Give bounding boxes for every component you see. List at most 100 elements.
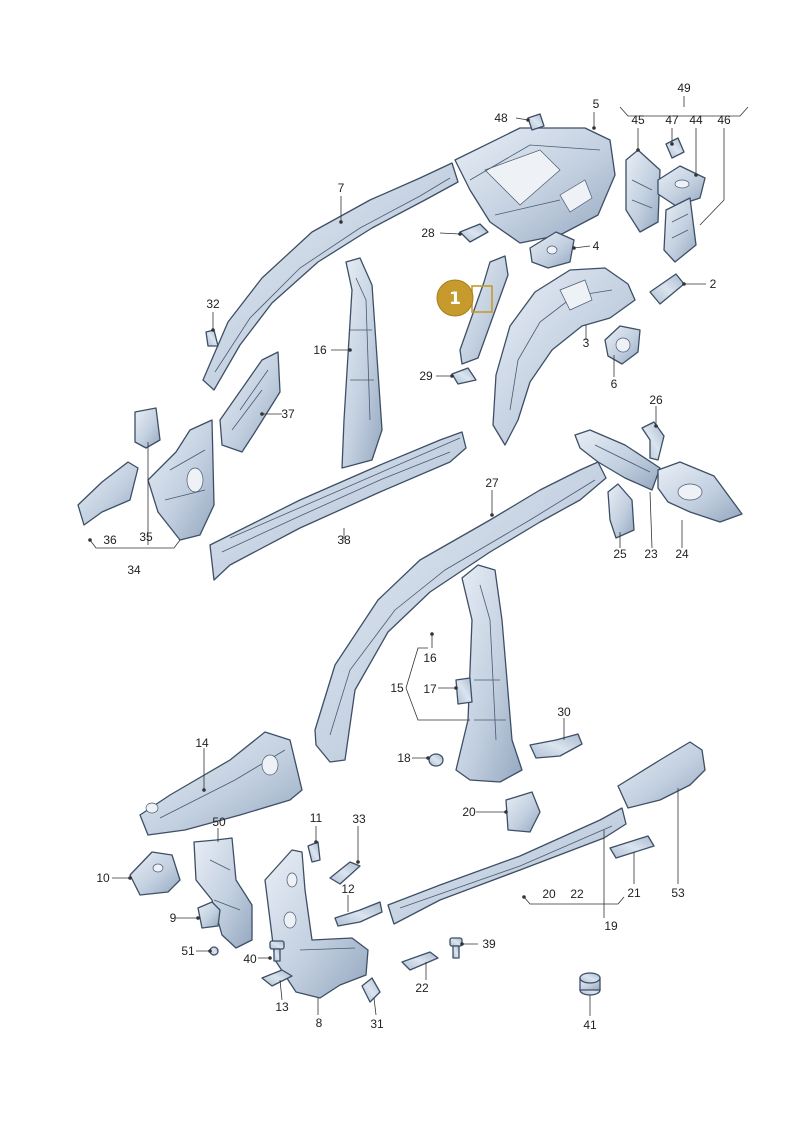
part-18-grommet	[428, 753, 444, 767]
callout-32[interactable]: 32	[206, 297, 220, 311]
callout-29[interactable]: 29	[419, 369, 433, 383]
part-29-bracket	[451, 367, 477, 385]
callout-3[interactable]: 3	[583, 336, 590, 350]
callout-44[interactable]: 44	[689, 113, 703, 127]
part-24-panel	[657, 461, 743, 523]
callout-12[interactable]: 12	[341, 882, 355, 896]
callout-26[interactable]: 26	[649, 393, 663, 407]
part-19-sill-outer	[387, 807, 627, 925]
callout-37[interactable]: 37	[281, 407, 295, 421]
callout-30[interactable]: 30	[557, 705, 571, 719]
callout-5[interactable]: 5	[593, 97, 600, 111]
part-50-panel	[193, 837, 253, 949]
callout-18[interactable]: 18	[397, 751, 411, 765]
callout-41[interactable]: 41	[583, 1018, 597, 1032]
callout-17[interactable]: 17	[423, 682, 437, 696]
callout-50[interactable]: 50	[212, 815, 226, 829]
part-5-rear-quarter-inner	[454, 127, 616, 244]
callout-13[interactable]: 13	[275, 1000, 289, 1014]
callout-28[interactable]: 28	[421, 226, 435, 240]
part-3-wheel-arch	[492, 267, 636, 446]
part-16-b-pillar-upper	[341, 257, 383, 469]
part-28-bracket	[459, 223, 489, 243]
callout-14[interactable]: 14	[195, 736, 209, 750]
callout-22-group[interactable]: 22	[570, 887, 584, 901]
callout-23[interactable]: 23	[644, 547, 658, 561]
part-26-bracket	[641, 421, 665, 461]
callout-6[interactable]: 6	[611, 377, 618, 391]
callout-27[interactable]: 27	[485, 476, 499, 490]
part-14-front-rail	[139, 731, 303, 836]
part-37-panel	[219, 351, 281, 453]
part-30-bracket	[529, 733, 583, 759]
parts-layer	[77, 113, 743, 1003]
part-38-side-sill	[209, 431, 467, 581]
part-44-bracket	[657, 165, 706, 207]
callout-15[interactable]: 15	[390, 681, 404, 695]
callout-40[interactable]: 40	[243, 952, 257, 966]
part-15-b-pillar	[455, 564, 523, 783]
callout-16-upper[interactable]: 16	[313, 343, 327, 357]
callout-47[interactable]: 47	[665, 113, 679, 127]
part-7-roof-rail	[202, 162, 459, 391]
callout-19[interactable]: 19	[604, 919, 618, 933]
part-21-bracket	[609, 835, 655, 859]
callout-51[interactable]: 51	[181, 944, 195, 958]
callout-38[interactable]: 38	[337, 533, 351, 547]
callout-4[interactable]: 4	[593, 239, 600, 253]
callout-9[interactable]: 9	[170, 911, 177, 925]
part-20-bracket-upper	[505, 791, 541, 833]
callout-20-lower[interactable]: 20	[542, 887, 556, 901]
callout-16-lower[interactable]: 16	[423, 651, 437, 665]
callout-35[interactable]: 35	[139, 530, 153, 544]
part-22-bracket	[401, 951, 439, 971]
callout-labels: 49 5 48 45 47 44 46 7 28 4 2 32 16 3 6 2…	[96, 81, 731, 1032]
callout-22-lower[interactable]: 22	[415, 981, 429, 995]
callout-11[interactable]: 11	[310, 811, 323, 825]
part-9-block	[197, 901, 221, 929]
callout-36[interactable]: 36	[103, 533, 117, 547]
highlight-badge-label: 1	[449, 289, 461, 309]
part-33-bracket	[329, 861, 361, 885]
part-53-sill-extension	[617, 741, 706, 809]
part-25-bracket	[607, 483, 635, 539]
part-47-clip	[665, 137, 685, 159]
leader-lines	[89, 96, 749, 1016]
callout-45[interactable]: 45	[631, 113, 645, 127]
callout-25[interactable]: 25	[613, 547, 627, 561]
part-27-roof-side-outer	[314, 461, 607, 763]
part-11-clip	[307, 841, 321, 863]
callout-33[interactable]: 33	[352, 812, 366, 826]
callout-31[interactable]: 31	[370, 1017, 384, 1031]
callout-48[interactable]: 48	[494, 111, 508, 125]
callout-46[interactable]: 46	[717, 113, 731, 127]
part-17-bracket	[455, 677, 473, 705]
leader-dots	[88, 118, 698, 960]
callout-53[interactable]: 53	[671, 886, 685, 900]
callout-21[interactable]: 21	[627, 886, 641, 900]
part-13-bracket	[261, 969, 293, 987]
part-39-bolt	[449, 937, 463, 959]
part-31-bracket	[361, 977, 381, 1003]
callout-7[interactable]: 7	[338, 181, 345, 195]
part-41-nut	[579, 972, 601, 996]
callout-2[interactable]: 2	[710, 277, 717, 291]
part-2-plate	[649, 273, 685, 305]
callout-39[interactable]: 39	[482, 937, 496, 951]
part-12-bracket	[334, 901, 383, 927]
callout-20-upper[interactable]: 20	[462, 805, 476, 819]
callout-8[interactable]: 8	[316, 1016, 323, 1030]
callout-49[interactable]: 49	[677, 81, 691, 95]
part-8-a-pillar-lower	[264, 849, 369, 999]
callout-10[interactable]: 10	[96, 871, 110, 885]
part-23-panel	[574, 429, 661, 491]
part-6-grommet-plate	[604, 325, 641, 365]
part-46-plate	[663, 197, 697, 263]
callout-34[interactable]: 34	[127, 563, 141, 577]
callout-24[interactable]: 24	[675, 547, 689, 561]
part-32-clip	[205, 329, 219, 347]
highlight-badge[interactable]: 1	[436, 279, 474, 317]
part-40-bolt	[269, 940, 285, 962]
part-48-clip	[527, 113, 545, 131]
